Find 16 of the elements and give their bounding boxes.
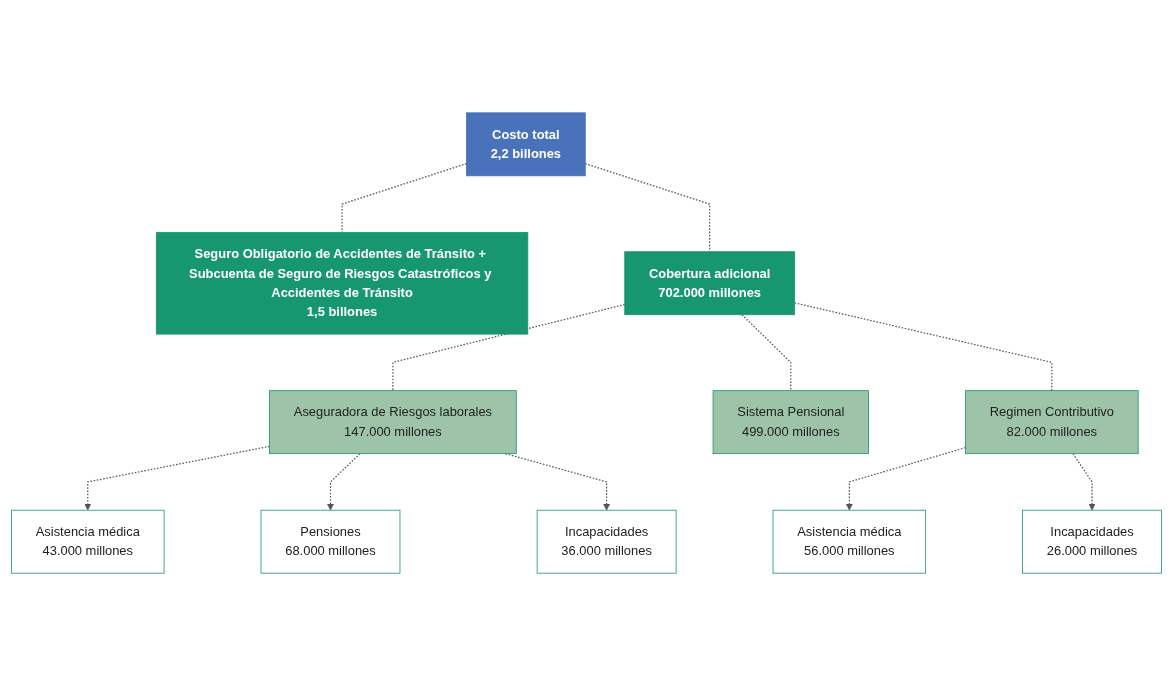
node-box: Costo total 2,2 billones [466, 112, 586, 177]
arrow [84, 445, 271, 511]
node-box: Regimen Contributivo 82.000 millones [965, 390, 1139, 455]
node-box: Sistema Pensional 499.000 millones [712, 390, 869, 455]
node-box: Aseguradora de Riesgos laborales 147.000 millones [269, 390, 517, 455]
node-box: Asistencia médica 43.000 millones [11, 509, 165, 574]
node-box: Incapacidades 36.000 millones [536, 509, 677, 574]
node-box: Incapacidades 26.000 millones [1022, 509, 1162, 574]
node-box: Seguro Obligatorio de Accidentes de Tránsito + Subcuenta de Seguro de Riesgos Catastróficos y Accidentes de Tránsito 1,5 billones [155, 231, 529, 335]
node-box: Cobertura adicional 702.000 millones [624, 251, 795, 316]
arrow [1072, 453, 1096, 511]
node-box: Pensiones 68.000 millones [260, 509, 401, 574]
connector [341, 163, 468, 233]
arrow [845, 447, 967, 511]
arrow [326, 453, 361, 511]
node-box: Asistencia médica 56.000 millones [772, 509, 927, 574]
